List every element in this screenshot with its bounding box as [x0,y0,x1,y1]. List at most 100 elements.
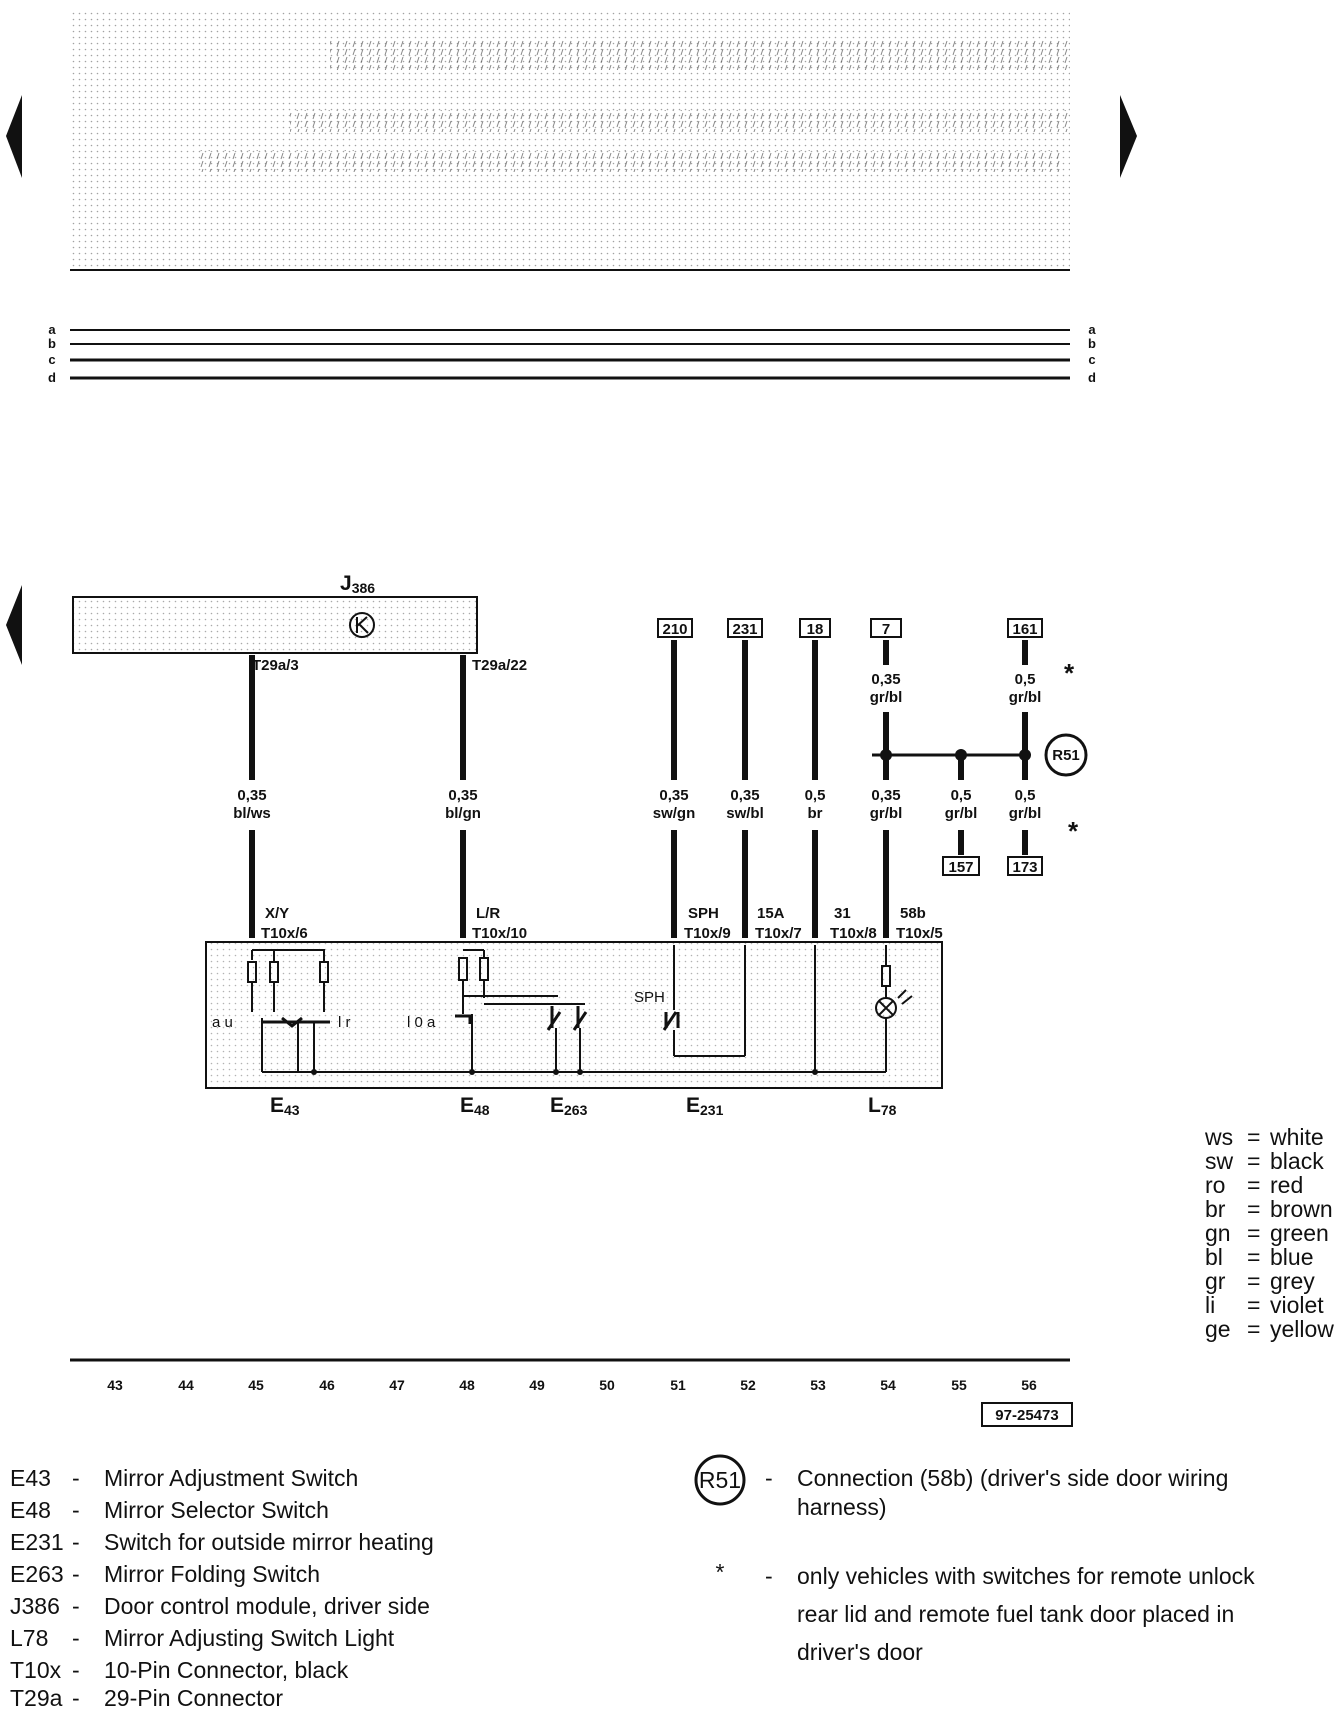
pin-t10x-6: T10x/6 [261,925,308,942]
legend-code-t29a: T29a [10,1685,63,1710]
wire-color-10: gr/bl [1009,689,1042,706]
svg-text:52: 52 [740,1377,756,1393]
svg-text:-: - [72,1685,80,1710]
wire-color-3: sw/gn [653,805,696,822]
legend-code-e43: E43 [10,1465,51,1491]
legend-code-t10x: T10x [10,1657,62,1683]
color-key-gr: gr=grey [1205,1268,1315,1294]
svg-text:53: 53 [810,1377,826,1393]
wire-color-5: br [808,805,823,822]
svg-text:50: 50 [599,1377,615,1393]
legend-text-t29a: 29-Pin Connector [104,1685,283,1710]
svg-text:-: - [72,1657,80,1683]
svg-text:43: 43 [107,1377,123,1393]
pin-t10x-9: T10x/9 [684,925,731,942]
wire-color-8: gr/bl [1009,805,1042,822]
wire-size-10: 0,5 [1015,671,1036,688]
color-key-gn: gn=green [1205,1220,1329,1246]
wire-labels: 0,35 bl/ws 0,35 bl/gn 0,35 sw/gn 0,35 sw… [233,671,1041,822]
legend-text-e231: Switch for outside mirror heating [104,1529,434,1555]
pin-t29a-3: T29a/3 [252,657,299,674]
legend-code-e231: E231 [10,1529,64,1555]
bus-label-right-b: b [1088,336,1096,351]
legend-text-e43: Mirror Adjustment Switch [104,1465,358,1491]
wire-size-7: 0,5 [951,787,972,804]
legend-code-l78: L78 [10,1625,48,1651]
svg-text:51: 51 [670,1377,686,1393]
wire-color-7: gr/bl [945,805,978,822]
color-key-li: li=violet [1205,1292,1324,1318]
legend-r51-symbol [694,1454,746,1506]
wire-size-8: 0,5 [1015,787,1036,804]
legend-asterisk-line-2: rear lid and remote fuel tank door place… [797,1601,1234,1627]
pin-func-58b: 58b [900,905,926,922]
wire-size-9: 0,35 [871,671,900,688]
color-key-sw: sw=black [1205,1148,1324,1174]
terminal-18: 18 [799,618,831,638]
legend-text-j386: Door control module, driver side [104,1593,430,1619]
component-e43: E43 [270,1094,300,1118]
svg-text:-: - [72,1465,80,1491]
nav-right-arrow-top[interactable] [1120,95,1137,178]
column-numbers: 43 44 45 46 47 48 49 50 51 52 53 54 55 5… [107,1377,1037,1393]
svg-text:56: 56 [1021,1377,1037,1393]
svg-text:7: 7 [882,621,890,638]
terminal-231: 231 [727,618,763,638]
svg-text:-: - [765,1465,773,1491]
color-key-ge: ge=yellow [1205,1316,1334,1342]
legend-right: R51 - Connection (58b) (driver's side do… [694,1454,1255,1665]
switch-label-lr: l r [338,1014,351,1031]
color-key-br: br=brown [1205,1196,1333,1222]
wire-size-4: 0,35 [730,787,759,804]
svg-text:49: 49 [529,1377,545,1393]
nav-left-arrow-mid[interactable] [6,585,22,665]
svg-text:18: 18 [807,621,824,638]
svg-text:-: - [72,1497,80,1523]
switch-label-loa: l 0 a [407,1014,436,1031]
svg-text:47: 47 [389,1377,405,1393]
legend-asterisk-line-3: driver's door [797,1639,923,1665]
legend-r51-line-1: Connection (58b) (driver's side door wir… [797,1465,1228,1491]
bus-lines: a b c d a b c d [48,322,1096,385]
svg-text:97-25473: 97-25473 [995,1407,1058,1424]
pin-t10x-7: T10x/7 [755,925,802,942]
svg-text:55: 55 [951,1377,967,1393]
pin-func-15a: 15A [757,905,785,922]
switch-internal-circuit: a u l r l 0 a SPH [212,945,913,1075]
legend-text-l78: Mirror Adjusting Switch Light [104,1625,395,1651]
wire-color-2: bl/gn [445,805,481,822]
svg-text:210: 210 [662,621,687,638]
component-labels: E43 E48 E263 E231 L78 [270,1094,897,1118]
wire-size-5: 0,5 [805,787,826,804]
legend-code-j386: J386 [10,1593,60,1619]
color-key-bl: bl=blue [1205,1244,1313,1270]
legend-r51-line-2: harness) [797,1494,886,1520]
wire-size-3: 0,35 [659,787,688,804]
svg-text:-: - [765,1563,773,1589]
terminal-173: 173 [1007,856,1043,876]
control-module-j386: J386 [72,572,478,654]
light-rays-icon [897,989,913,1005]
color-key: ws=white sw=black ro=red br=brown gn=gre… [1204,1124,1334,1342]
wire-size-6: 0,35 [871,787,900,804]
legend-code-e48: E48 [10,1497,51,1523]
pin-t10x-10: T10x/10 [472,925,527,942]
svg-text:-: - [72,1625,80,1651]
wire-size-2: 0,35 [448,787,477,804]
color-key-ws: ws=white [1204,1124,1324,1150]
switch-block [205,941,943,1089]
module-k-glyph-icon [356,616,369,634]
wires [249,640,1031,938]
component-e231: E231 [686,1094,724,1118]
legend-text-t10x: 10-Pin Connector, black [104,1657,349,1683]
color-key-ro: ro=red [1205,1172,1303,1198]
wire-color-4: sw/bl [726,805,764,822]
terminal-210: 210 [657,618,693,638]
diagram-id-box: 97-25473 [981,1402,1073,1427]
bus-label-right-d: d [1088,370,1096,385]
wire-color-9: gr/bl [870,689,903,706]
nav-left-arrow-top[interactable] [6,95,22,178]
terminal-7: 7 [870,618,902,638]
svg-text:44: 44 [178,1377,194,1393]
switch-label-sph: SPH [634,989,665,1006]
